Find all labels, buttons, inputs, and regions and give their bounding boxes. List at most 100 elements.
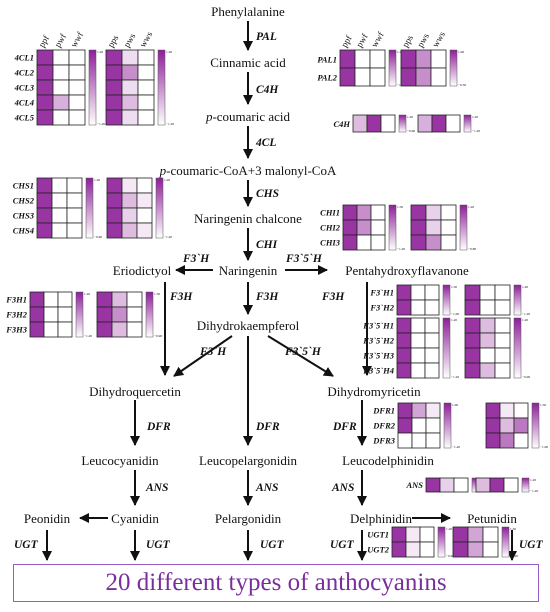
- heatmap-cell: [440, 219, 457, 236]
- heatmap-cell: [370, 234, 386, 251]
- heatmap-cell: [52, 94, 70, 111]
- heatmap-c4h-right: 1.20−1.20: [417, 114, 480, 133]
- compound-leucodelphinidin: Leucodelphinidin: [342, 453, 434, 468]
- heatmap-cell: [411, 432, 427, 449]
- heatmap-cell: [424, 284, 440, 301]
- scale-max-label: 1.20: [164, 178, 170, 182]
- heatmap-cell: [36, 177, 53, 194]
- enzyme-dfr-right: DFR: [332, 421, 357, 433]
- scale-min-label: −1.20: [451, 375, 459, 379]
- heatmap-cell: [136, 207, 153, 224]
- heatmap-cell: [121, 177, 138, 194]
- heatmap-cell: [136, 192, 153, 209]
- heatmap-cell: [396, 332, 412, 349]
- heatmap-cell: [51, 192, 68, 209]
- scale-max-label: 1.20: [166, 50, 172, 54]
- scale-min-label: −0.90: [522, 375, 530, 379]
- heatmap-cell: [417, 114, 433, 133]
- heatmap-cell: [51, 177, 68, 194]
- color-scale-bar: [442, 317, 451, 379]
- heatmap-cell: [464, 317, 481, 334]
- gene-label: F3`5`H1: [362, 321, 394, 331]
- heatmap-cell: [396, 362, 412, 379]
- heatmap-cell: [397, 417, 413, 434]
- enzyme-ans-left: ANS: [145, 482, 168, 494]
- scale-max-label: 1.50: [397, 205, 403, 209]
- heatmap-cell: [499, 402, 515, 419]
- heatmap-cell: [396, 299, 412, 316]
- heatmap-cell: [57, 321, 73, 338]
- p-coumaric-rest: -coumaric acid: [212, 109, 290, 124]
- heatmap-cell: [482, 541, 499, 558]
- color-scale-bar: [521, 477, 530, 493]
- heatmap-cell: [105, 49, 123, 66]
- gene-label: CHS4: [13, 226, 34, 236]
- compound-p-coumaric-coa: p-coumaric-CoA+3 malonyl-CoA: [159, 163, 337, 178]
- sample-column-label: pwf: [354, 32, 370, 49]
- sample-column-label: wwf: [68, 30, 85, 49]
- heatmap-cell: [36, 79, 54, 96]
- heatmap-cell: [137, 64, 155, 81]
- scale-max-label: 1.20: [530, 478, 536, 482]
- heatmap-cell: [111, 291, 128, 308]
- sample-column-label: ppf: [36, 34, 51, 49]
- heatmap-cell: [425, 417, 441, 434]
- color-scale-bar: [75, 291, 84, 338]
- heatmap-cell: [29, 321, 45, 338]
- gene-label: DFR3: [372, 436, 395, 446]
- color-scale-bar: [388, 49, 397, 87]
- scale-max-label: 1.20: [84, 292, 90, 296]
- compound-phenylalanine: Phenylalanine: [211, 4, 285, 19]
- heatmap-cell: [489, 477, 505, 493]
- gene-label: 4CL1: [14, 53, 34, 63]
- heatmap-cell: [425, 234, 442, 251]
- heatmap-cell: [136, 222, 153, 239]
- heatmap-cell: [106, 222, 123, 239]
- color-scale-bar: [463, 114, 472, 133]
- color-scale-bar: [88, 49, 97, 126]
- heatmap-cell: [111, 306, 128, 323]
- enzyme-chi: CHI: [256, 239, 278, 251]
- heatmap-cell: [410, 219, 427, 236]
- gene-label: ANS: [405, 480, 423, 490]
- sample-column-label: pps: [400, 33, 415, 49]
- color-scale-bar: [501, 526, 510, 558]
- heatmap-cell: [137, 49, 155, 66]
- enzyme-ans-right: ANS: [331, 482, 354, 494]
- scale-min-label: −1.20: [397, 247, 405, 251]
- compound-pelargonidin: Pelargonidin: [215, 511, 282, 526]
- compound-petunidin: Petunidin: [467, 511, 517, 526]
- heatmap-cell: [405, 526, 421, 543]
- heatmap-cell: [425, 432, 441, 449]
- heatmap-cell: [410, 284, 426, 301]
- scale-min-label: −1.20: [166, 122, 174, 126]
- gene-label: CHS3: [13, 211, 35, 221]
- enzyme-ugt-5: UGT: [519, 539, 544, 551]
- heatmap-cell: [36, 222, 53, 239]
- gene-label: F3`H1: [369, 288, 394, 298]
- heatmap-cell: [354, 67, 371, 87]
- heatmap-cell: [121, 94, 139, 111]
- heatmap-cell: [43, 321, 59, 338]
- heatmap-cell: [68, 49, 86, 66]
- enzyme-ugt-4: UGT: [330, 539, 355, 551]
- gene-label: UGT1: [367, 530, 389, 540]
- heatmap-cell: [126, 291, 143, 308]
- heatmap-cell: [424, 362, 440, 379]
- enzyme-f3h-left: F3H: [169, 291, 193, 303]
- scale-min-label: −0.80: [468, 247, 476, 251]
- heatmap-chs-right: 1.20−1.20: [106, 177, 172, 239]
- heatmap-cell: [410, 299, 426, 316]
- p-prefix: p: [205, 109, 213, 124]
- main-arrows: [42, 21, 517, 561]
- heatmap-cell: [513, 402, 529, 419]
- compound-cyanidin: Cyanidin: [111, 511, 159, 526]
- heatmap-cell: [410, 347, 426, 364]
- p-prefix-2: p: [159, 163, 167, 178]
- p-coumaric-coa-rest: -coumaric-CoA+3 malonyl-CoA: [166, 163, 337, 178]
- heatmap-cell: [430, 49, 447, 69]
- heatmap-cell: [410, 362, 426, 379]
- heatmap-cell: [51, 207, 68, 224]
- heatmap-cell: [503, 477, 519, 493]
- heatmap-cell: [66, 177, 83, 194]
